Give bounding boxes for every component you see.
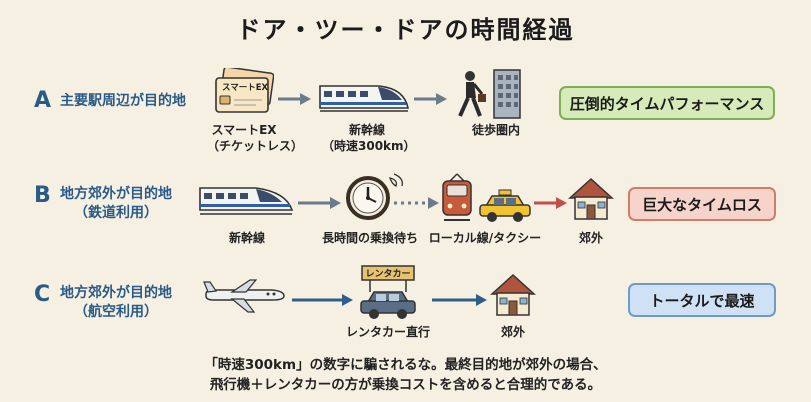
caption-suburb: 郊外 [578,231,603,245]
page-title: ドア・ツー・ドアの時間経過 [236,15,575,44]
caption-line: （チケットレス） [207,139,304,153]
caption-line: 新幹線 [348,123,385,137]
taxi-icon [479,189,531,222]
caption-walk: 徒歩圏内 [466,122,526,138]
shinkansen-icon [199,187,294,215]
red-arrow-icon [534,197,567,209]
caption-line: スマートEX [211,123,277,137]
label-line: （航空利用） [74,304,158,320]
caption-shinkansen: 新幹線 [228,231,265,245]
footer-line: 「時速300km」の数字に騙されるな。最終目的地が郊外の場合、 [204,357,607,373]
caption-smart-ex: スマートEX （チケットレス） [207,122,304,154]
caption-line: 徒歩圏内 [471,123,520,137]
label-line: （鉄道利用） [74,205,158,221]
label-line: 地方郊外が目的地 [60,186,172,202]
airplane-icon [203,279,285,313]
caption-long-wait: 長時間の乗換待ち [321,231,418,245]
arrow-icon [298,197,341,209]
blue-arrow-icon [432,294,487,306]
house-icon [568,177,614,220]
rental-sign-text: レンタカー [365,268,410,280]
badge-time-loss: 巨大なタイムロス [628,187,776,221]
row-c-letter: C [34,282,51,307]
row-b-label: 地方郊外が目的地 （鉄道利用） [60,185,172,223]
arrow-icon [278,93,311,105]
row-a-letter: A [34,88,52,113]
dotted-arrow-icon [394,197,439,209]
walking-person-building-icon [458,69,521,119]
house-icon [490,273,536,316]
footer-line: 飛行機＋レンタカーの方が乗換コストを含めると合理的である。 [209,377,602,393]
blue-arrow-icon [292,294,353,306]
shinkansen-icon [319,85,409,112]
arrow-icon [414,93,447,105]
row-a-label: 主要駅周辺が目的地 [60,93,186,109]
row-b-letter: B [34,183,51,208]
ticket-card-icon: スマートEX [215,68,274,113]
clock-icon [346,173,403,220]
caption-shinkansen-speed: 新幹線 （時速300km） [322,122,416,154]
label-line: 地方郊外が目的地 [60,285,172,301]
ticket-card-text: スマートEX [222,83,269,93]
caption-rental-direct: レンタカー直行 [345,325,430,339]
local-train-icon [442,173,472,221]
caption-line: （時速300km） [322,139,416,153]
badge-time-performance: 圧倒的タイムパフォーマンス [559,86,775,120]
rental-car-icon: レンタカー [360,265,416,319]
caption-suburb: 郊外 [500,325,525,339]
badge-fastest-total: トータルで最速 [628,283,776,317]
caption-local-taxi: ローカル線/タクシー [428,231,542,245]
row-c-label: 地方郊外が目的地 （航空利用） [60,284,172,322]
footer-note: 「時速300km」の数字に騙されるな。最終目的地が郊外の場合、 飛行機＋レンタカ… [0,355,811,395]
